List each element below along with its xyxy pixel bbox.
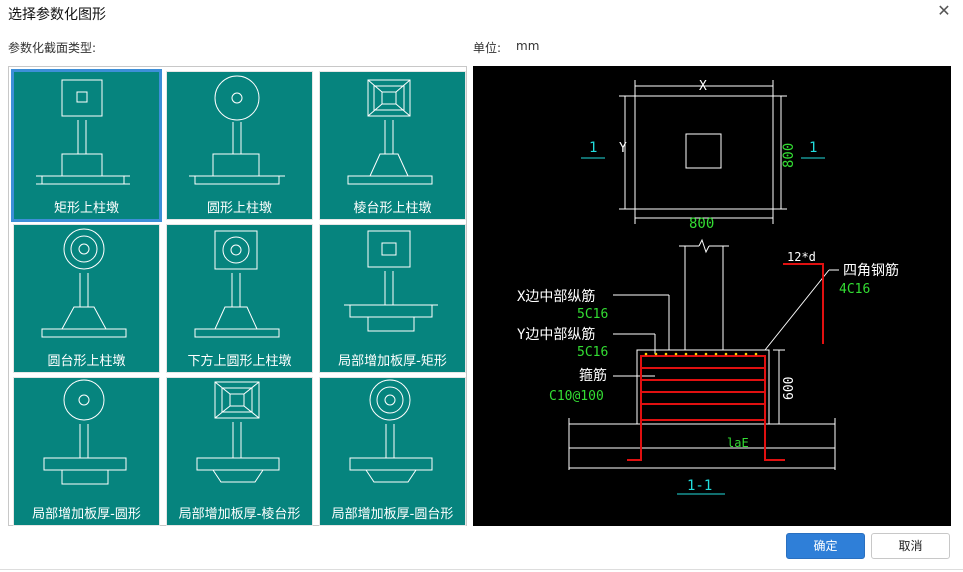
tile-label: 局部增加板厚-矩形: [338, 354, 447, 369]
section-mark-left: 1: [589, 140, 597, 156]
tile-label: 棱台形上柱墩: [353, 201, 432, 216]
rect-pier-icon: [36, 79, 130, 185]
frustum-pier-icon: [347, 79, 433, 185]
y-rebar-label: Y边中部纵筋: [517, 326, 595, 343]
hook-label: 12*d: [787, 250, 816, 264]
tile-label: 圆台形上柱墩: [47, 354, 126, 369]
circle-pier-icon: [189, 75, 285, 185]
dim-x-label: X: [699, 79, 707, 94]
dialog-bottom-edge: [0, 569, 963, 570]
preview-canvas: X Y 800 800 1 1: [473, 66, 951, 526]
square-round-pier-icon: [194, 230, 280, 338]
tile-slab-frustum[interactable]: 局部增加板厚-棱台形: [166, 377, 313, 526]
dialog-title: 选择参数化图形: [8, 7, 106, 23]
tile-label: 局部增加板厚-圆台形: [331, 507, 454, 522]
dim-bottom-label: 800: [689, 216, 714, 232]
slab-circle-icon: [43, 379, 127, 485]
unit-value: mm: [516, 39, 540, 53]
section-type-label: 参数化截面类型:: [8, 41, 97, 55]
stirrup-label: 箍筋: [579, 367, 607, 384]
dim-y-label: Y: [619, 141, 627, 156]
x-rebar-value: 5C16: [577, 307, 608, 322]
tile-slab-circle[interactable]: 局部增加板厚-圆形: [13, 377, 160, 526]
y-rebar-value: 5C16: [577, 345, 608, 360]
slab-cone-icon: [349, 379, 433, 483]
shape-grid: 矩形上柱墩 圆形上柱墩: [8, 66, 467, 526]
dim-right-label: 800: [781, 143, 797, 168]
section-title: 1-1: [687, 478, 712, 494]
tile-label: 矩形上柱墩: [53, 201, 119, 216]
corner-rebar-value: 4C16: [839, 282, 870, 297]
unit-label: 单位:: [473, 41, 502, 55]
height-dim-label: 600: [782, 377, 797, 400]
tile-label: 局部增加板厚-圆形: [32, 507, 141, 522]
tile-label: 圆形上柱墩: [206, 201, 272, 216]
close-icon[interactable]: ✕: [937, 1, 951, 20]
tile-frustum-pier[interactable]: 棱台形上柱墩: [319, 71, 466, 220]
tile-slab-cone[interactable]: 局部增加板厚-圆台形: [319, 377, 466, 526]
slab-rect-icon: [344, 230, 438, 332]
tile-cone-pier[interactable]: 圆台形上柱墩: [13, 224, 160, 373]
tile-square-round-pier[interactable]: 下方上圆形上柱墩: [166, 224, 313, 373]
ok-button[interactable]: 确定: [786, 533, 865, 559]
slab-frustum-icon: [196, 381, 280, 483]
x-rebar-label: X边中部纵筋: [517, 288, 595, 305]
tile-circle-pier[interactable]: 圆形上柱墩: [166, 71, 313, 220]
section-mark-right: 1: [809, 140, 817, 156]
corner-rebar-label: 四角钢筋: [843, 262, 899, 279]
tile-label: 局部增加板厚-棱台形: [178, 507, 301, 522]
pier-detail-drawing: X Y 800 800 1 1: [517, 79, 899, 495]
cancel-button[interactable]: 取消: [871, 533, 950, 559]
tile-label: 下方上圆形上柱墩: [187, 354, 292, 369]
tile-rect-pier[interactable]: 矩形上柱墩: [11, 69, 162, 222]
cone-pier-icon: [41, 228, 127, 338]
anchor-label: laE: [727, 436, 749, 450]
tile-slab-rect[interactable]: 局部增加板厚-矩形: [319, 224, 466, 373]
stirrup-value: C10@100: [549, 389, 604, 404]
